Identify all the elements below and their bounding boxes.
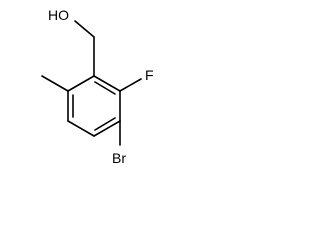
bond-ch2-to-oh [74, 20, 95, 38]
ring-bond-c6-c1 [67, 75, 95, 92]
ring-bond-c4-c5 [67, 120, 95, 137]
bromo-label: Br [112, 150, 126, 166]
fluoro-label: F [145, 67, 154, 83]
bond-ring-to-fluoro [119, 78, 142, 92]
ring-double-bond-c3-c4 [94, 117, 116, 131]
hydroxyl-label: HO [48, 7, 69, 23]
chemical-structure-diagram: HO F Br [41, 7, 154, 166]
ring-bond-c1-c2 [93, 75, 121, 92]
ring-bond-c3-c4 [93, 120, 121, 137]
bond-ring-to-methyl [41, 75, 69, 92]
ring-double-bond-c1-c2 [94, 81, 116, 95]
